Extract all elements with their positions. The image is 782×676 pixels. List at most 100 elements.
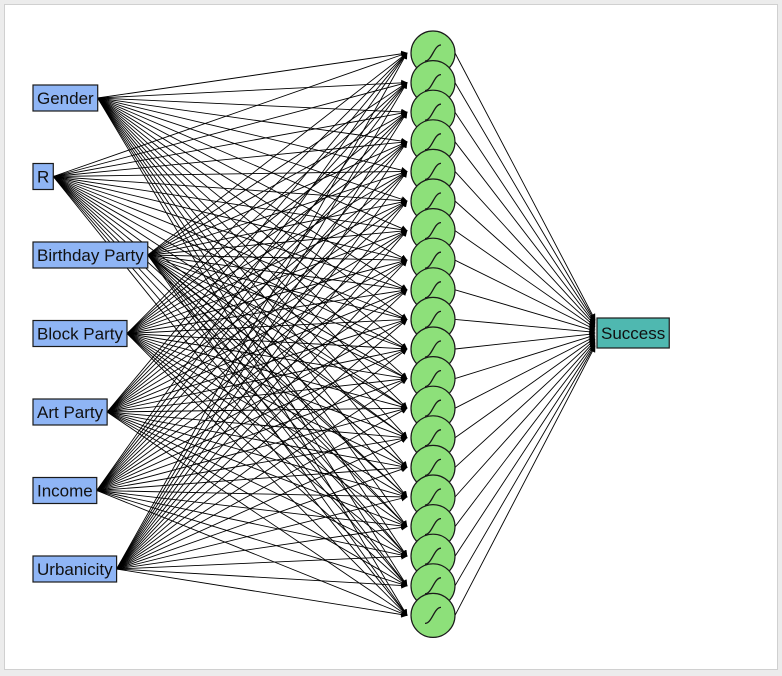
input-label: Urbanicity xyxy=(37,560,113,579)
edge-input-6-hidden-17 xyxy=(116,553,408,570)
edge-input-6-hidden-12 xyxy=(116,407,408,570)
edge-input-3-hidden-18 xyxy=(126,333,408,587)
input-label: Gender xyxy=(37,89,94,108)
edge-input-4-hidden-6 xyxy=(106,230,408,413)
edge-input-4-hidden-2 xyxy=(106,111,408,413)
edge-hidden-16-output xyxy=(454,341,596,527)
sigmoid-icon xyxy=(424,458,442,477)
edge-input-1-hidden-13 xyxy=(53,176,408,439)
sigmoid-icon xyxy=(424,103,442,121)
edge-input-4-hidden-11 xyxy=(107,376,408,413)
edge-input-0-hidden-5 xyxy=(97,97,408,203)
edge-input-0-hidden-0 xyxy=(97,50,408,99)
edge-input-4-hidden-5 xyxy=(106,200,408,413)
edge-input-2-hidden-1 xyxy=(147,82,408,256)
edge-hidden-3-output xyxy=(454,141,596,325)
edge-hidden-11-output xyxy=(454,333,596,380)
edge-input-6-hidden-16 xyxy=(116,524,408,570)
edge-input-5-hidden-19 xyxy=(96,490,408,617)
edge-hidden-13-output xyxy=(454,337,596,439)
input-label: Block Party xyxy=(37,325,123,344)
edge-input-1-hidden-7 xyxy=(53,176,408,262)
input-box xyxy=(32,398,108,426)
input-box xyxy=(32,319,128,348)
input-box xyxy=(32,84,99,112)
edge-input-4-hidden-16 xyxy=(106,411,408,528)
edge-hidden-8-output xyxy=(454,289,596,333)
edge-input-6-hidden-13 xyxy=(116,437,408,570)
edge-input-1-hidden-6 xyxy=(53,176,408,233)
edge-input-3-hidden-10 xyxy=(126,333,408,352)
edge-input-5-hidden-8 xyxy=(96,289,408,491)
edge-input-6-hidden-6 xyxy=(116,230,408,570)
input-box xyxy=(32,476,98,505)
sigmoid-icon xyxy=(424,577,442,595)
edge-input-6-hidden-15 xyxy=(116,495,408,570)
edge-input-5-hidden-12 xyxy=(96,406,408,491)
edge-input-4-hidden-1 xyxy=(106,82,408,413)
input-label: Art Party xyxy=(37,403,104,422)
edge-input-4-hidden-10 xyxy=(107,347,408,413)
edge-input-0-hidden-3 xyxy=(97,97,408,145)
edge-input-3-hidden-9 xyxy=(126,316,408,334)
edge-input-4-hidden-14 xyxy=(107,411,408,470)
edge-hidden-7-output xyxy=(454,259,596,330)
input-label: Income xyxy=(37,482,93,501)
sigmoid-icon xyxy=(424,162,442,181)
edge-input-5-hidden-9 xyxy=(96,319,408,491)
edge-hidden-18-output xyxy=(454,344,596,587)
sigmoid-icon xyxy=(424,310,442,329)
edge-input-1-hidden-4 xyxy=(53,168,408,177)
input-hidden-edges xyxy=(52,50,408,618)
edge-input-2-hidden-6 xyxy=(147,227,408,256)
edge-input-6-hidden-8 xyxy=(116,289,408,570)
edge-input-5-hidden-11 xyxy=(96,377,408,491)
edge-input-1-hidden-1 xyxy=(53,81,408,177)
edge-input-2-hidden-12 xyxy=(147,254,408,409)
edge-input-0-hidden-7 xyxy=(97,97,408,261)
edge-input-3-hidden-15 xyxy=(126,333,408,498)
edge-input-2-hidden-7 xyxy=(147,254,408,264)
edge-input-3-hidden-19 xyxy=(126,333,408,616)
edge-input-5-hidden-4 xyxy=(96,170,408,491)
input-box xyxy=(32,162,54,191)
input-node-urbanicity: Urbanicity xyxy=(32,555,118,583)
output-label: Success xyxy=(601,324,665,343)
edge-input-6-hidden-7 xyxy=(116,259,408,570)
edge-input-0-hidden-14 xyxy=(97,97,408,468)
edge-input-4-hidden-4 xyxy=(106,171,408,413)
sigmoid-icon xyxy=(424,44,442,62)
edge-input-3-hidden-3 xyxy=(126,141,408,334)
output-node-success: Success xyxy=(596,317,670,349)
edge-hidden-10-output xyxy=(454,331,596,350)
edge-hidden-9-output xyxy=(454,318,596,335)
edge-input-6-hidden-0 xyxy=(116,52,408,570)
edge-input-1-hidden-8 xyxy=(53,176,408,292)
input-box xyxy=(32,555,118,583)
sigmoid-icon xyxy=(424,251,442,269)
sigmoid-icon xyxy=(424,281,442,299)
edge-input-3-hidden-2 xyxy=(126,111,408,334)
edge-input-2-hidden-4 xyxy=(147,170,408,256)
edge-input-2-hidden-10 xyxy=(147,254,408,351)
edge-hidden-4-output xyxy=(454,171,596,326)
edge-hidden-2-output xyxy=(454,111,596,324)
edge-input-4-hidden-0 xyxy=(106,52,408,413)
edge-input-6-hidden-19 xyxy=(116,568,408,618)
edge-input-6-hidden-4 xyxy=(116,170,408,570)
edge-input-6-hidden-10 xyxy=(116,348,408,570)
edge-input-5-hidden-10 xyxy=(96,348,408,491)
input-node-gender: Gender xyxy=(32,84,99,112)
sigmoid-icon xyxy=(424,488,442,506)
edge-input-5-hidden-17 xyxy=(96,490,408,559)
edge-hidden-14-output xyxy=(454,338,596,468)
edge-hidden-5-output xyxy=(454,200,596,328)
edge-input-4-hidden-3 xyxy=(106,141,408,413)
edge-hidden-15-output xyxy=(454,340,596,498)
edge-input-6-hidden-9 xyxy=(116,318,408,570)
hidden-output-edges xyxy=(454,52,596,616)
input-box xyxy=(32,241,149,269)
edge-input-1-hidden-15 xyxy=(52,176,408,498)
hidden-node-20 xyxy=(410,592,456,639)
